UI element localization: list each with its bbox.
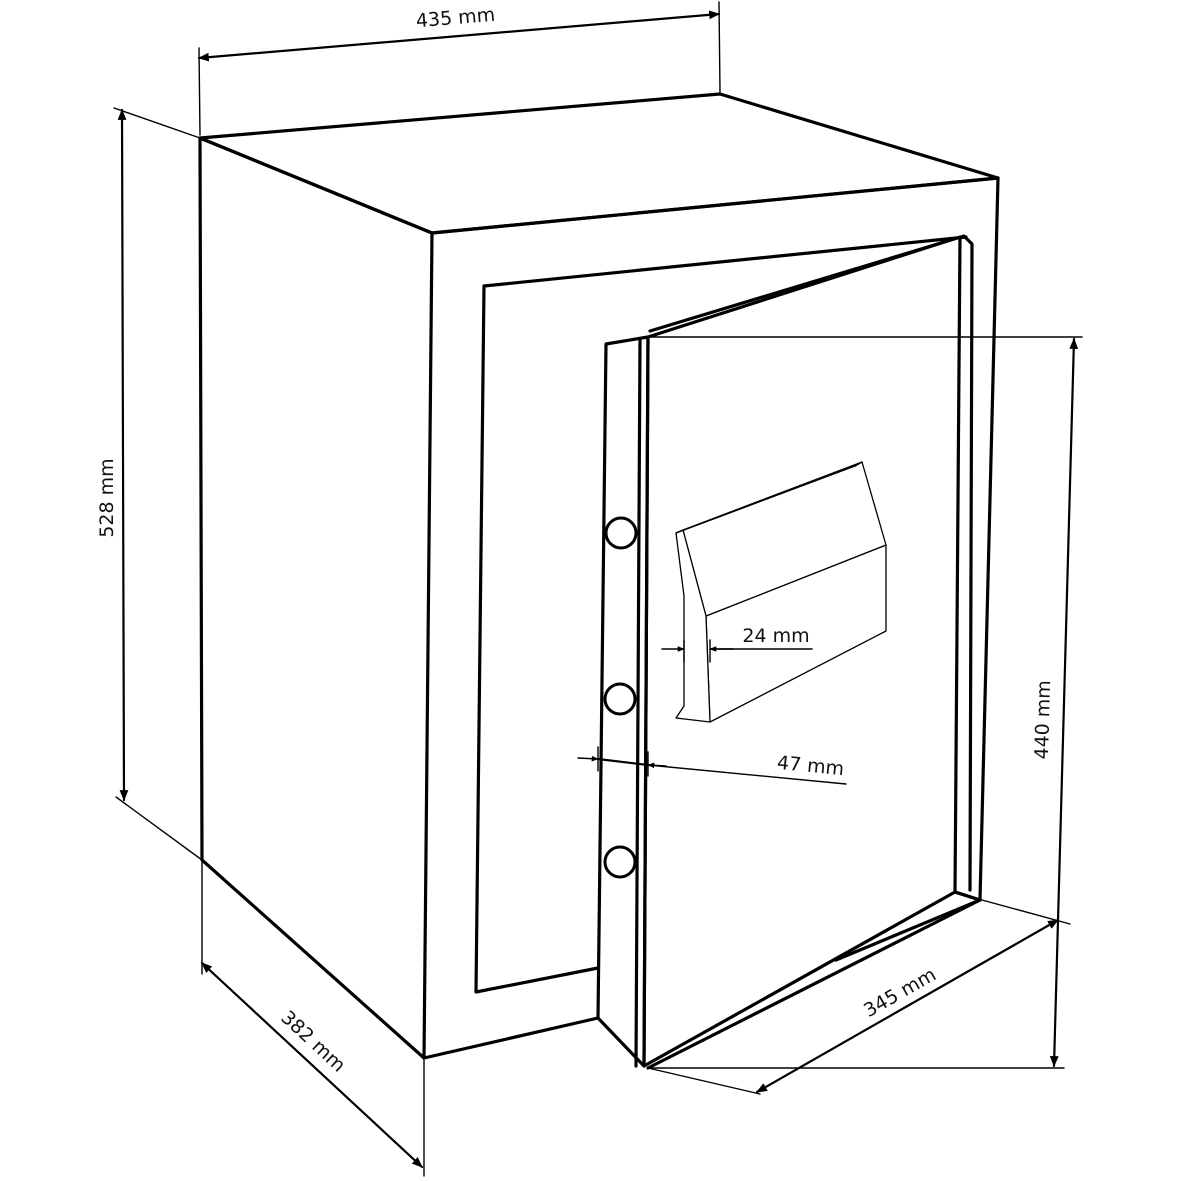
dimension-height-label: 528 mm (96, 458, 118, 537)
dimension-door-height: 440 mm (647, 336, 1083, 1069)
dimension-width: 435 mm (197, 1, 721, 136)
dimension-handle-thickness: 24 mm (661, 625, 813, 663)
dimension-width-label: 435 mm (415, 4, 496, 33)
dimension-door-height-label: 440 mm (1031, 680, 1055, 760)
bolt-icon (604, 516, 638, 550)
bolt-icon (603, 682, 637, 716)
safe-body (198, 92, 1000, 1060)
safe-top-face (198, 92, 1000, 235)
safe-door (596, 234, 982, 1070)
safe-front-bottom-edge (422, 1016, 600, 1060)
dimension-height: 528 mm (96, 107, 203, 861)
dimension-door-width-label: 345 mm (860, 964, 940, 1022)
dimension-door-thickness-label: 47 mm (776, 752, 845, 780)
safe-left-side-face (198, 136, 434, 1060)
locking-bolts (603, 516, 638, 879)
door-handle (675, 461, 887, 723)
dimension-handle-thickness-label: 24 mm (742, 625, 809, 647)
safe-front-face-outline (430, 176, 1000, 902)
dimension-door-thickness: 47 mm (577, 746, 847, 785)
dimension-door-width: 345 mm (647, 899, 1071, 1095)
bolt-icon (603, 845, 637, 879)
dimension-depth: 382 mm (200, 861, 425, 1177)
